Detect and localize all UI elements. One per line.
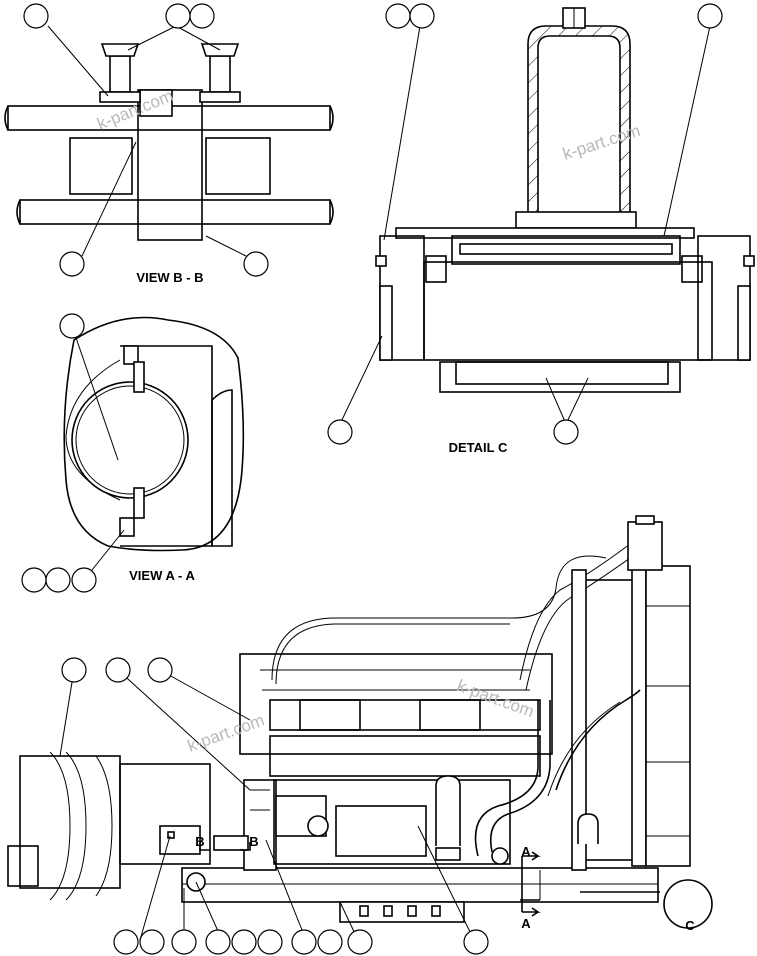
section-mark-a-lower: A: [521, 916, 531, 931]
callout-bubble: [327, 419, 353, 445]
section-mark-b-right: B: [249, 834, 258, 849]
callout-bubble: [553, 419, 579, 445]
callout-bubble: [59, 313, 85, 339]
genset-leaders: [59, 669, 475, 941]
callout-bubble: [205, 929, 231, 955]
callout-bubble: [231, 929, 257, 955]
view-aa-title: VIEW A - A: [129, 568, 195, 583]
callout-bubble: [697, 3, 723, 29]
callout-bubble: [243, 251, 269, 277]
callout-bubble: [171, 929, 197, 955]
callout-bubble: [257, 929, 283, 955]
callout-bubble: [59, 251, 85, 277]
callout-bubble: [71, 567, 97, 593]
callout-bubble: [23, 3, 49, 29]
callout-bubble: [385, 3, 411, 29]
callout-bubble: [463, 929, 489, 955]
view-bb-drawing: [4, 25, 334, 257]
callout-bubble: [347, 929, 373, 955]
callout-bubble: [317, 929, 343, 955]
callout-bubble: [409, 3, 435, 29]
callout-bubble: [165, 3, 191, 29]
view-bb-title: VIEW B - B: [136, 270, 203, 285]
section-mark-c: C: [685, 918, 695, 933]
detail-c-title: DETAIL C: [449, 440, 508, 455]
detail-c-drawing: [339, 7, 755, 425]
callout-bubble: [291, 929, 317, 955]
callout-bubble: [147, 657, 173, 683]
genset-drawing: [7, 515, 713, 929]
callout-bubble: [21, 567, 47, 593]
callout-bubble: [113, 929, 139, 955]
callout-bubble: [61, 657, 87, 683]
callout-bubble: [45, 567, 71, 593]
section-mark-a-upper: A: [521, 844, 531, 859]
callout-bubble: [189, 3, 215, 29]
view-aa-drawing: [63, 316, 245, 581]
callout-bubbles: [21, 3, 723, 955]
callout-bubble: [105, 657, 131, 683]
callout-bubble: [139, 929, 165, 955]
section-mark-b-left: B: [195, 834, 204, 849]
watermark-4: k-part.com: [185, 710, 267, 755]
